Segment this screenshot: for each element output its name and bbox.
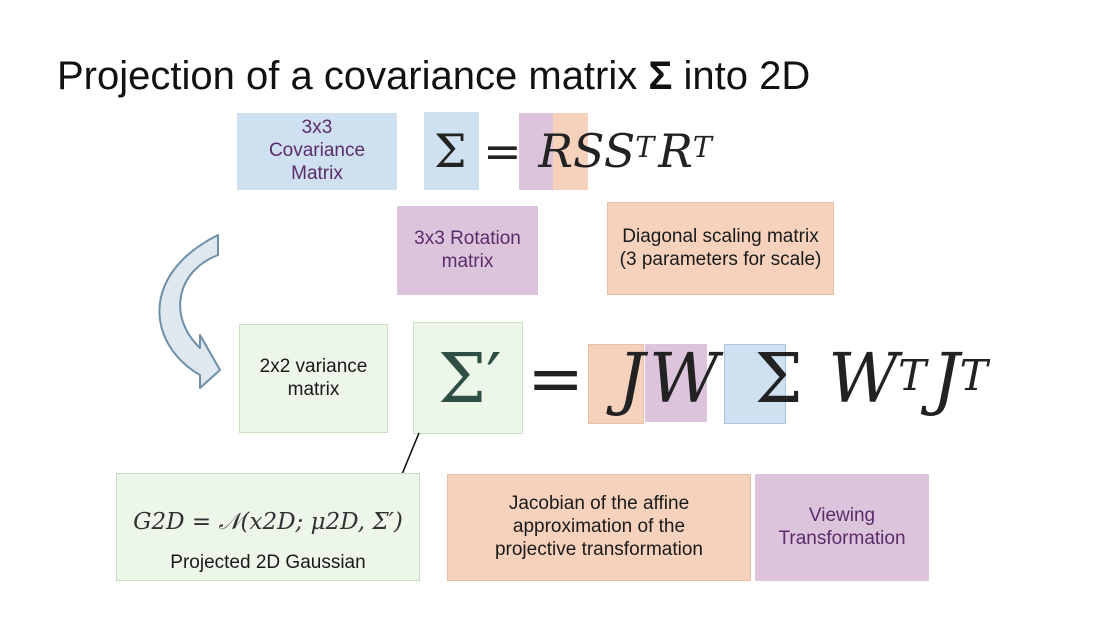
eq2-j: J <box>617 340 646 419</box>
eq2-equals: = <box>527 340 585 419</box>
eq1-equals: = <box>483 124 522 178</box>
title-suffix: into 2D <box>672 54 811 98</box>
eq1-t1: T <box>635 131 655 165</box>
rotation-3x3-label: 3x3 Rotation matrix <box>397 206 538 295</box>
sigma-prime-highlight <box>413 322 523 434</box>
eq2-j-transpose: J <box>932 340 960 419</box>
eq1-sigma: Σ <box>434 124 467 178</box>
title-prefix: Projection of a covariance matrix <box>57 54 649 98</box>
eq1-s-transpose: S <box>603 124 636 178</box>
eq1-r: R <box>538 124 573 178</box>
s-highlight <box>553 113 588 190</box>
eq2-t1: T <box>898 350 927 400</box>
sigma-highlight <box>424 112 479 190</box>
eq2-w: W <box>649 340 719 419</box>
eq1-r-transpose: R <box>658 124 693 178</box>
gaussian-formula: G2D = 𝒩(x2D; μ2D, Σ′) <box>133 508 403 535</box>
diagonal-scaling-text: Diagonal scaling matrix (3 parameters fo… <box>619 225 822 270</box>
j-highlight <box>588 344 644 424</box>
variance-2x2-text: 2x2 variance matrix <box>259 355 368 400</box>
curved-arrow-icon <box>158 234 221 389</box>
page-title: Projection of a covariance matrix Σ into… <box>57 52 810 100</box>
viewing-transformation-text: Viewing Transformation <box>778 504 906 549</box>
eq2-t2: T <box>959 350 988 400</box>
r-highlight <box>519 113 554 190</box>
variance-2x2-label: 2x2 variance matrix <box>239 324 388 433</box>
covariance-3x3-label: 3x3 Covariance Matrix <box>237 113 397 190</box>
rotation-3x3-text: 3x3 Rotation matrix <box>414 227 521 272</box>
w-highlight <box>645 344 707 422</box>
equation-covariance: Σ = RSSTRT <box>434 112 712 190</box>
eq1-s: S <box>572 124 604 178</box>
eq2-w-transpose: W <box>828 340 899 419</box>
viewing-transformation-label: Viewing Transformation <box>755 474 929 581</box>
eq2-sigma: Σ <box>754 340 803 419</box>
jacobian-label: Jacobian of the affine approximation of … <box>447 474 751 581</box>
projected-gaussian-box: G2D = 𝒩(x2D; μ2D, Σ′) Projected 2D Gauss… <box>116 473 420 581</box>
covariance-3x3-text: 3x3 Covariance Matrix <box>268 117 366 184</box>
sigma2-highlight <box>724 344 786 424</box>
equation-projection: Σ′ = JW Σ WTJT <box>438 325 988 435</box>
diagonal-scaling-label: Diagonal scaling matrix (3 parameters fo… <box>607 202 834 295</box>
jacobian-text: Jacobian of the affine approximation of … <box>494 493 704 560</box>
title-sigma: Σ <box>648 54 673 98</box>
projected-gaussian-text: Projected 2D Gaussian <box>170 552 366 574</box>
eq2-sigma-prime: Σ′ <box>438 340 502 419</box>
eq1-t2: T <box>692 131 712 165</box>
